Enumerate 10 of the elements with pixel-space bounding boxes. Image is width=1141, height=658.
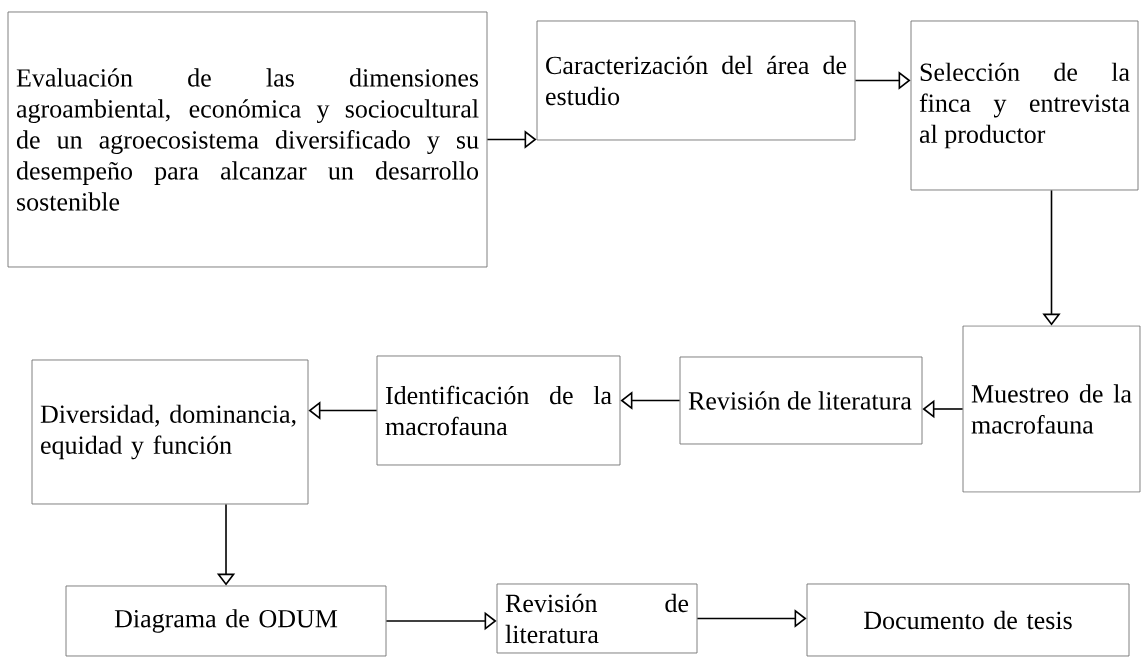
- process-box: Selección de la finca y entrevista al productor: [910, 20, 1139, 191]
- process-box: Documento de tesis: [806, 583, 1130, 657]
- process-box: Diversidad, dominancia, equidad y función: [31, 359, 309, 505]
- process-box: Diagrama de ODUM: [65, 585, 387, 657]
- process-box: Revisión de literatura: [496, 583, 698, 654]
- process-box: Muestreo de la macrofauna: [962, 325, 1141, 493]
- process-box: Revisión de literatura: [679, 356, 923, 445]
- process-box: Caracterización del área de estudio: [536, 20, 856, 141]
- process-box: Evaluación de las dimensiones agroambiental, económica y sociocultural de un agroecosistema diversificado y su desempeño para alcanzar un desarrollo sostenible: [7, 11, 488, 268]
- process-box: Identificación de la macrofauna: [376, 355, 621, 466]
